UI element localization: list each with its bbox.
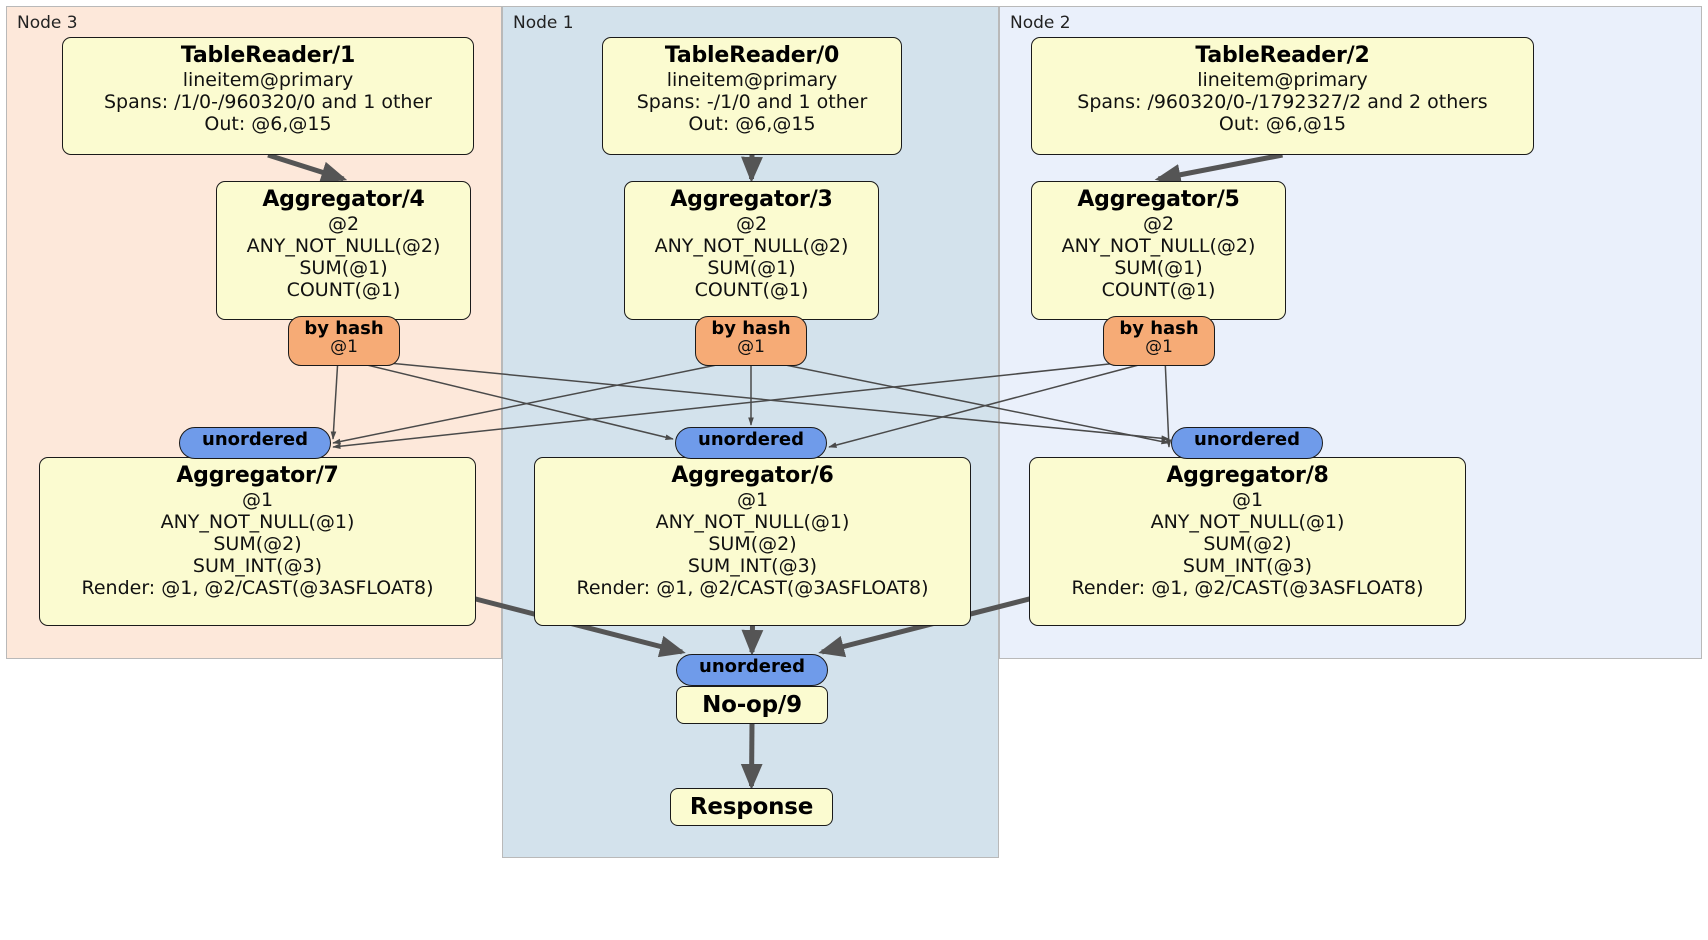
- processor-detail-line: Render: @1, @2/CAST(@3ASFLOAT8): [81, 576, 434, 599]
- processor-title: Aggregator/4: [262, 187, 425, 212]
- processor-title: TableReader/0: [664, 43, 840, 68]
- processor-detail-line: @1: [1231, 488, 1264, 511]
- processor-noop9[interactable]: No-op/9: [676, 686, 828, 724]
- processor-detail-line: ANY_NOT_NULL(@1): [655, 510, 850, 533]
- edge: [337, 357, 674, 440]
- unordered-synchronizer-unordered-9[interactable]: unordered: [676, 654, 828, 686]
- processor-title: Aggregator/8: [1166, 463, 1329, 488]
- processor-title: Aggregator/5: [1077, 187, 1240, 212]
- feeder-edges: [267, 152, 1283, 186]
- processor-detail-line: SUM_INT(@3): [192, 554, 323, 577]
- unordered-synchronizer-unordered-8[interactable]: unordered: [1171, 427, 1323, 459]
- processor-title: Response: [689, 794, 814, 820]
- processor-detail-line: lineitem@primary: [666, 68, 838, 91]
- pill-title: by hash: [304, 318, 384, 339]
- edge: [267, 152, 348, 183]
- processor-detail-line: Spans: -/1/0 and 1 other: [636, 90, 868, 113]
- processor-title: Aggregator/7: [176, 463, 339, 488]
- processor-title: Aggregator/3: [670, 187, 833, 212]
- processor-detail-line: COUNT(@1): [1101, 278, 1216, 301]
- processor-detail-line: @1: [736, 488, 769, 511]
- processor-title: Aggregator/6: [671, 463, 834, 488]
- processor-title: No-op/9: [702, 692, 802, 718]
- processor-detail-line: Spans: /960320/0-/1792327/2 and 2 others: [1077, 90, 1488, 113]
- processor-detail-line: SUM(@2): [1203, 532, 1292, 555]
- processor-detail-line: SUM(@1): [1114, 256, 1203, 279]
- processor-detail-line: @2: [735, 212, 768, 235]
- unordered-synchronizer-unordered-6[interactable]: unordered: [675, 427, 827, 459]
- edge: [332, 357, 752, 445]
- by-hash-router-byhash-3[interactable]: by hash@1: [695, 316, 807, 366]
- processor-detail-line: SUM(@2): [708, 532, 797, 555]
- processor-detail-line: Out: @6,@15: [1218, 112, 1347, 135]
- processor-detail-line: COUNT(@1): [286, 278, 401, 301]
- processor-detail-line: Out: @6,@15: [204, 112, 332, 135]
- processor-detail-line: @2: [327, 212, 360, 235]
- pill-title: unordered: [698, 429, 804, 450]
- node-panel-label: Node 3: [17, 13, 78, 33]
- processor-title: TableReader/1: [180, 43, 356, 68]
- edge: [828, 357, 1166, 448]
- pill-title: unordered: [699, 656, 805, 677]
- pill-title: unordered: [1194, 429, 1300, 450]
- edge: [330, 357, 339, 440]
- processor-detail-line: Out: @6,@15: [688, 112, 816, 135]
- processor-detail-line: ANY_NOT_NULL(@1): [160, 510, 355, 533]
- edge: [337, 357, 1170, 442]
- node-panel-label: Node 1: [513, 13, 574, 33]
- pill-title: by hash: [1119, 318, 1199, 339]
- processor-detail-line: SUM_INT(@3): [687, 554, 818, 577]
- processor-detail-line: Spans: /1/0-/960320/0 and 1 other: [104, 90, 432, 113]
- node-panel-label: Node 2: [1010, 13, 1071, 33]
- edge: [741, 625, 764, 656]
- processor-detail-line: ANY_NOT_NULL(@2): [654, 234, 849, 257]
- processor-detail-line: SUM(@1): [299, 256, 388, 279]
- processor-detail-line: @1: [241, 488, 274, 511]
- unordered-synchronizer-unordered-7[interactable]: unordered: [179, 427, 331, 459]
- by-hash-router-byhash-5[interactable]: by hash@1: [1103, 316, 1215, 366]
- processor-detail-line: lineitem@primary: [182, 68, 354, 91]
- pill-subtitle: @1: [737, 336, 765, 357]
- processor-detail-line: @2: [1142, 212, 1175, 235]
- processor-detail-line: lineitem@primary: [1197, 68, 1368, 91]
- processor-detail-line: ANY_NOT_NULL(@2): [1061, 234, 1256, 257]
- by-hash-router-byhash-4[interactable]: by hash@1: [288, 316, 400, 366]
- processor-detail-line: COUNT(@1): [694, 278, 809, 301]
- edge: [741, 154, 763, 183]
- pill-subtitle: @1: [1145, 336, 1173, 357]
- processor-detail-line: Render: @1, @2/CAST(@3ASFLOAT8): [576, 576, 929, 599]
- processor-title: TableReader/2: [1195, 43, 1370, 68]
- processor-response[interactable]: Response: [670, 788, 833, 826]
- shuffle-edges: [330, 357, 1172, 450]
- pill-title: by hash: [711, 318, 791, 339]
- edge: [750, 357, 1170, 445]
- processor-detail-line: SUM(@1): [707, 256, 796, 279]
- edge: [740, 723, 763, 790]
- edge: [1154, 152, 1283, 186]
- pill-title: unordered: [202, 429, 308, 450]
- processor-detail-line: SUM_INT(@3): [1182, 554, 1313, 577]
- processor-detail-line: Render: @1, @2/CAST(@3ASFLOAT8): [1071, 576, 1424, 599]
- edge: [332, 357, 1166, 450]
- edge: [1164, 357, 1172, 448]
- processor-detail-line: ANY_NOT_NULL(@2): [246, 234, 441, 257]
- processor-detail-line: ANY_NOT_NULL(@1): [1150, 510, 1345, 533]
- processor-detail-line: SUM(@2): [213, 532, 302, 555]
- pill-subtitle: @1: [330, 336, 358, 357]
